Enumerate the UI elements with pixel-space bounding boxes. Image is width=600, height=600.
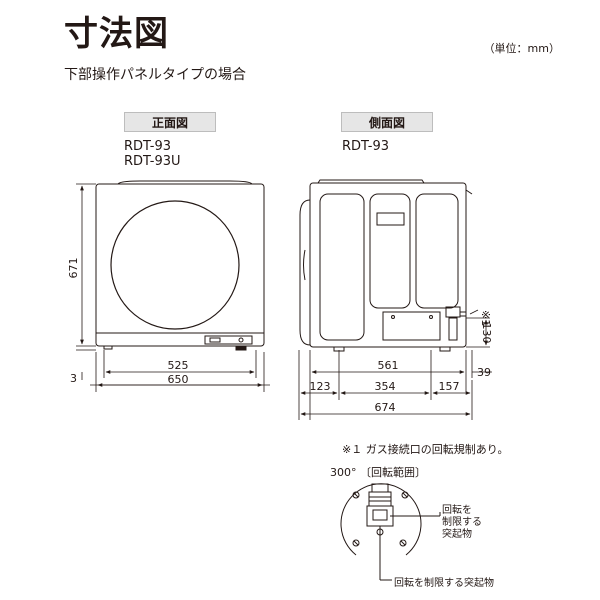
dim-span: 561 (378, 359, 399, 372)
unit-label: （単位：mm） (483, 42, 560, 55)
callout-2: 回転を制限する突起物 (394, 578, 494, 589)
front-model-1: RDT-93 (124, 139, 172, 154)
dim-note-mark: ※1 (479, 310, 492, 326)
rotation-range-label: 300° 〔回転範囲〕 (330, 464, 426, 480)
dim-width: 650 (168, 373, 189, 386)
rotation-range-text: 〔回転範囲〕 (360, 466, 426, 479)
rotation-angle: 300° (330, 466, 357, 479)
front-view-drawing (95, 180, 265, 351)
gas-note: ※１ ガス接続口の回転規制あり。 (342, 443, 509, 456)
callout-1-line-2: 制限する (442, 517, 482, 528)
page-title: 寸法図 (64, 14, 169, 54)
dim-inner-width: 525 (168, 359, 189, 372)
callout-1-line-3: 突起物 (442, 529, 472, 540)
dim-middle: 354 (375, 380, 396, 393)
dim-depth: 674 (375, 401, 396, 414)
dim-bottom: 3 (70, 372, 77, 385)
front-model-2: RDT-93U (124, 154, 181, 169)
side-view-drawing (299, 179, 473, 352)
page-subtitle: 下部操作パネルタイプの場合 (64, 67, 246, 83)
front-dimensions (76, 183, 270, 392)
side-view-badge: 側面図 (341, 112, 433, 132)
callout-1-line-1: 回転を (442, 505, 472, 516)
dim-height: 671 (67, 258, 80, 279)
dim-right-offset: 39 (477, 366, 491, 379)
dim-right-segment: 157 (439, 380, 460, 393)
dim-small-height: 130 (480, 323, 493, 344)
side-model: RDT-93 (342, 139, 390, 154)
callout-1: 回転を 制限する 突起物 (442, 505, 482, 541)
gas-connector-detail (340, 483, 441, 581)
dim-left-offset: 123 (310, 380, 331, 393)
front-view-badge: 正面図 (124, 112, 216, 132)
side-dimensions (298, 309, 492, 420)
